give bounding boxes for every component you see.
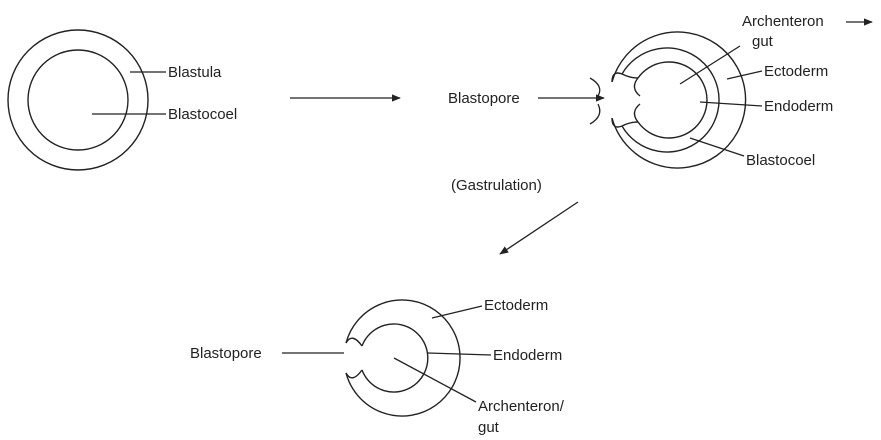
early-gastrula-inner-arc [637, 61, 708, 139]
late-gastrula-ectoderm-wall [345, 299, 461, 417]
early-ectoderm-label: Ectoderm [764, 63, 828, 80]
inflow-arc-top [589, 77, 601, 97]
early-gastrula-lower-fold [621, 121, 639, 127]
blastula-outer-wall [7, 29, 149, 171]
early-gastrula-gut-opening-bottom [633, 103, 641, 123]
early-gastrula-upper-fold [621, 73, 639, 79]
late-endoderm-leader-line [427, 352, 492, 356]
late-ectoderm-label: Ectoderm [484, 297, 548, 314]
early-gastrula-gut-opening-top [633, 77, 641, 97]
early-blastocoel-label: Blastocoel [746, 152, 815, 169]
early-gastrula-lower-lip [611, 117, 623, 128]
early-gastrula-outer-arc [621, 47, 720, 153]
blastocoel-label: Blastocoel [168, 106, 237, 123]
late-gastrula-lower-lip [345, 369, 363, 379]
early-archenteron-label-line2: gut [752, 33, 774, 50]
early-blastocoel-leader-line [689, 137, 745, 157]
stage-arrow-2-to-3 [499, 201, 579, 255]
late-gastrula-stage: Blastopore Ectoderm Endoderm Archenteron… [190, 297, 565, 436]
late-archenteron-label-line1: Archenteron/ [478, 398, 565, 415]
late-ectoderm-leader-line [431, 305, 483, 319]
early-gastrula-upper-lip [611, 72, 623, 83]
late-blastopore-label: Blastopore [190, 345, 262, 362]
early-archenteron-leader-line [679, 45, 741, 85]
blastula-stage: Blastula Blastocoel [7, 29, 237, 171]
early-ectoderm-leader-line [726, 70, 763, 80]
early-endoderm-label: Endoderm [764, 98, 833, 115]
late-archenteron-leader-line [393, 357, 477, 403]
early-blastopore-label: Blastopore [448, 90, 520, 107]
late-endoderm-label: Endoderm [493, 347, 562, 364]
early-gastrula-ectoderm-wall [611, 31, 747, 169]
gastrulation-process-label: (Gastrulation) [451, 177, 542, 194]
early-gastrula-stage: Blastopore Archenteron gut Ectoderm Endo… [448, 13, 873, 169]
inflow-arc-bottom [589, 103, 601, 125]
late-gastrula-upper-lip [345, 337, 363, 347]
late-archenteron-label-line2: gut [478, 419, 500, 436]
blastula-inner-wall [27, 49, 129, 151]
early-archenteron-label-line1: Archenteron [742, 13, 824, 30]
early-endoderm-leader-line [699, 101, 763, 107]
blastula-label: Blastula [168, 64, 222, 81]
late-gastrula-endoderm-wall [361, 323, 429, 393]
